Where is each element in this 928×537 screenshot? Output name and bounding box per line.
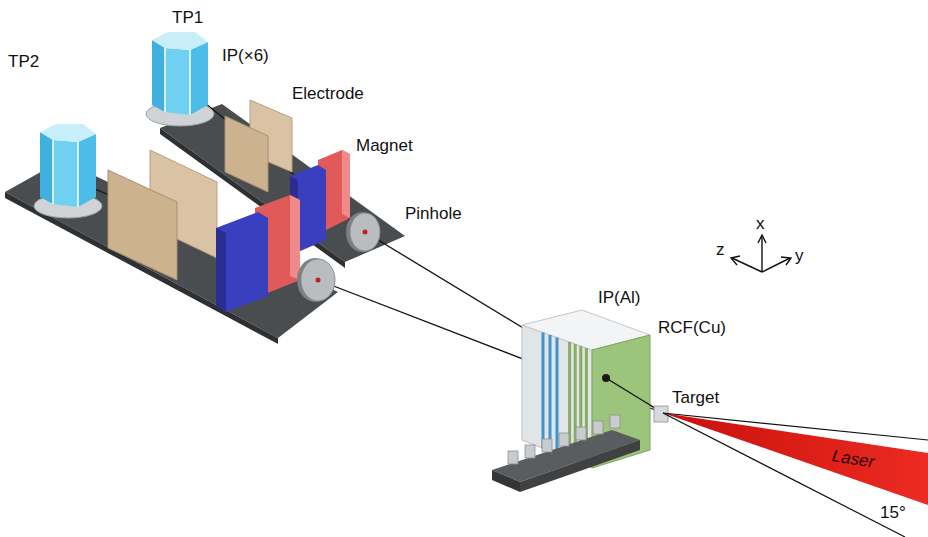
- part-label: RCF(Cu): [658, 318, 726, 338]
- pinhole-disc: [301, 259, 335, 301]
- part-label: Magnet: [356, 136, 413, 156]
- part-label: Target: [672, 388, 719, 408]
- part-label: IP(Al): [598, 288, 641, 308]
- laser-label: Laser: [830, 446, 875, 472]
- axis-label: z: [716, 240, 725, 260]
- part-label: IP(×6): [222, 46, 269, 66]
- pinhole-disc: [350, 213, 380, 251]
- magnet-block: [216, 212, 268, 312]
- image-plate-drum: [146, 32, 214, 126]
- part-label: Electrode: [292, 84, 364, 104]
- angle-label: 15°: [880, 503, 906, 523]
- part-label: Pinhole: [405, 204, 462, 224]
- axis-label: x: [756, 214, 765, 234]
- axis-triad: [731, 235, 791, 272]
- axis-label: y: [795, 246, 804, 266]
- electrode-plate: [108, 170, 177, 280]
- electrode-plate: [225, 116, 268, 192]
- laser-beam: [663, 413, 928, 505]
- spectrometer-label: TP1: [172, 8, 203, 28]
- spectrometer-label: TP2: [8, 52, 39, 72]
- image-plate-drum: [34, 124, 102, 218]
